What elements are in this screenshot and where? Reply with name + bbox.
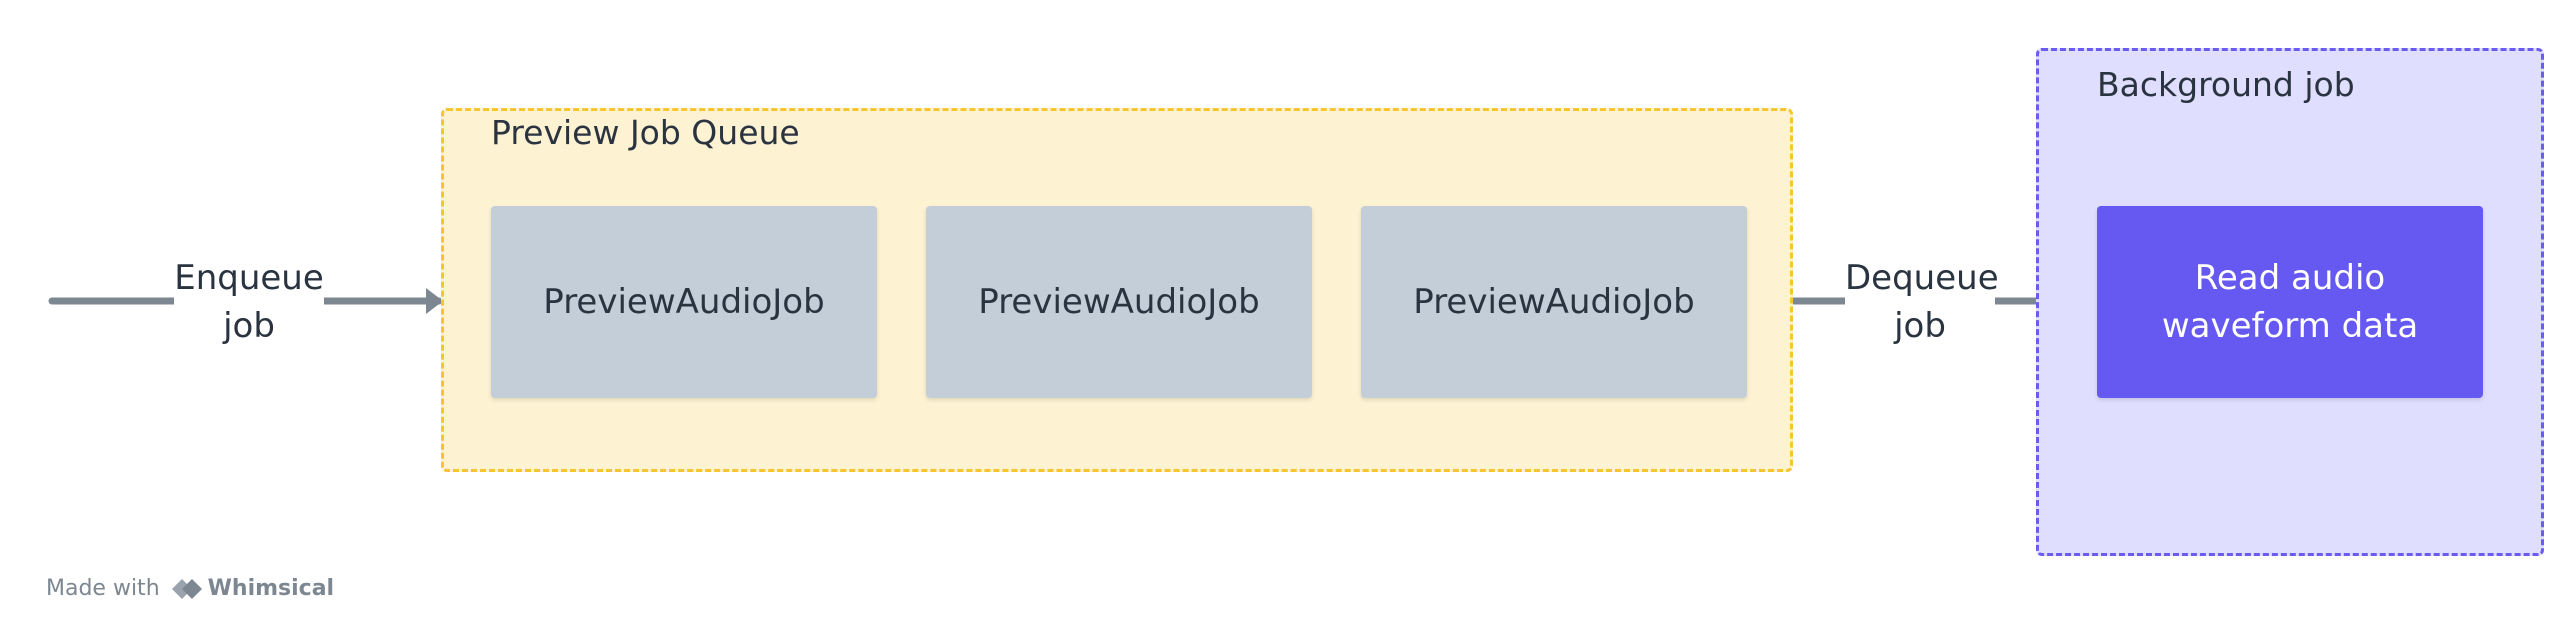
job-label: PreviewAudioJob: [1413, 282, 1695, 322]
brand-name: Whimsical: [207, 576, 335, 601]
whimsical-logo-icon: [170, 577, 204, 601]
enqueue-arrowhead: [426, 288, 443, 314]
read-waveform-node[interactable]: Read audio waveform data: [2097, 206, 2483, 398]
dequeue-edge-label: Dequeue job: [1845, 254, 1999, 350]
queue-job-node[interactable]: PreviewAudioJob: [926, 206, 1312, 398]
made-with-watermark[interactable]: Made with Whimsical: [46, 576, 334, 601]
queue-job-node[interactable]: PreviewAudioJob: [491, 206, 877, 398]
background-group-title: Background job: [2097, 65, 2355, 104]
made-with-text: Made with: [46, 576, 160, 601]
queue-job-node[interactable]: PreviewAudioJob: [1361, 206, 1747, 398]
job-label: PreviewAudioJob: [978, 282, 1260, 322]
job-label: PreviewAudioJob: [543, 282, 825, 322]
task-label: Read audio waveform data: [2161, 258, 2419, 346]
queue-group-title: Preview Job Queue: [491, 113, 800, 152]
enqueue-edge-label: Enqueue job: [174, 254, 324, 350]
